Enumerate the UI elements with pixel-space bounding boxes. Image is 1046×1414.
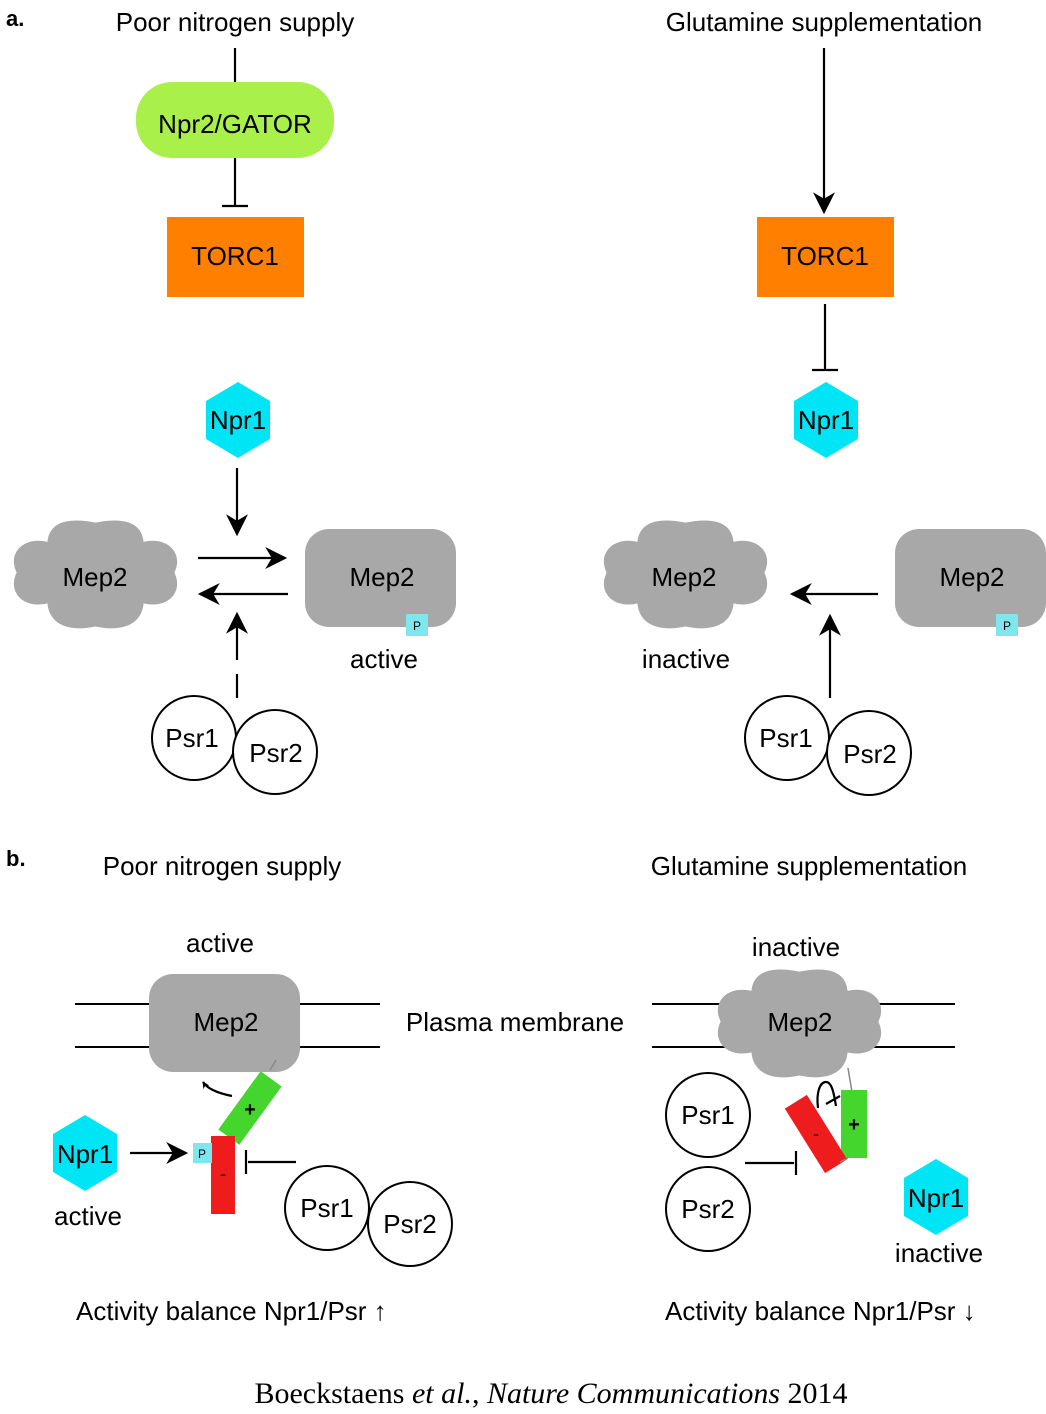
plasma-membrane-label: Plasma membrane (406, 1007, 624, 1037)
mep2-membrane-left-label: Mep2 (193, 1007, 258, 1037)
npr1-label-left: Npr1 (210, 405, 266, 435)
plus-domain-left: + (218, 1071, 282, 1145)
citation-sep: , (472, 1377, 487, 1410)
linker-line (269, 1059, 277, 1071)
gator-label: Npr2/GATOR (158, 109, 312, 139)
phospho-badge-right (996, 614, 1018, 636)
minus-sign-right: - (813, 1124, 819, 1144)
phospho-site-label: P (198, 1147, 206, 1161)
torc1-node-left (167, 217, 304, 297)
autoinhibition-arc (816, 1080, 838, 1109)
citation-etal: et al. (412, 1377, 472, 1410)
npr1-active-state: active (54, 1201, 122, 1231)
mep2-right-label-right: Mep2 (939, 562, 1004, 592)
phospho-label-right: P (1003, 619, 1011, 633)
torc1-label-right: TORC1 (781, 241, 869, 271)
activation-arrow (202, 1081, 233, 1098)
psr2-label-right: Psr2 (843, 739, 896, 769)
mep2-membrane-right-label: Mep2 (767, 1007, 832, 1037)
npr1-node-right (794, 382, 858, 458)
psr1-node-b-left (284, 1165, 370, 1251)
phospho-site (193, 1143, 212, 1163)
panel-b-right-state: inactive (752, 932, 840, 962)
phospho-label: P (413, 619, 421, 633)
state-inactive-label: inactive (642, 644, 730, 674)
linker-line-right-2 (839, 1157, 849, 1163)
psr1-label-left: Psr1 (165, 723, 218, 753)
psr1-label-right: Psr1 (759, 723, 812, 753)
psr2-node-b-right (665, 1166, 751, 1252)
citation: Boeckstaens et al., Nature Communication… (254, 1377, 847, 1410)
psr2-label-left: Psr2 (249, 738, 302, 768)
mep2-left-label: Mep2 (62, 562, 127, 592)
panel-a-right-title: Glutamine supplementation (666, 7, 983, 37)
mep2-active-right (895, 529, 1046, 627)
npr1-active-label: Npr1 (57, 1139, 113, 1169)
panel-a-label: a. (6, 6, 24, 31)
citation-authors: Boeckstaens (254, 1377, 411, 1410)
citation-year: 2014 (780, 1377, 848, 1410)
panel-b-left-title: Poor nitrogen supply (103, 851, 341, 881)
psr1-label-b-left: Psr1 (300, 1193, 353, 1223)
psr2-node-b-left (367, 1181, 453, 1267)
linker-line-right (847, 1067, 853, 1093)
mep2-active-membrane (149, 974, 300, 1072)
torc1-node-right (757, 217, 894, 297)
autoinhibition-bar (825, 1095, 841, 1105)
mep2-active-left (305, 529, 456, 627)
psr1-node-b-right (665, 1072, 751, 1158)
minus-sign-left: - (220, 1164, 226, 1184)
npr1-active-node (53, 1115, 117, 1191)
gator-node (136, 82, 334, 158)
minus-domain-left (211, 1136, 235, 1214)
citation-journal: Nature Communications (486, 1377, 780, 1410)
mep2-left-label-right: Mep2 (651, 562, 716, 592)
mep2-right-label: Mep2 (349, 562, 414, 592)
balance-right: Activity balance Npr1/Psr ↓ (665, 1296, 976, 1326)
psr2-node-right (826, 710, 912, 796)
psr2-label-b-right: Psr2 (681, 1194, 734, 1224)
balance-left: Activity balance Npr1/Psr ↑ (76, 1296, 387, 1326)
plus-domain-right (841, 1090, 867, 1158)
plus-sign-left: + (244, 1099, 256, 1121)
state-active-label: active (350, 644, 418, 674)
minus-domain-right: - (784, 1094, 848, 1174)
npr1-label-right: Npr1 (798, 405, 854, 435)
npr1-inactive-state: inactive (895, 1238, 983, 1268)
phospho-badge (406, 614, 428, 636)
npr1-node-left (206, 382, 270, 458)
psr2-node-left (232, 709, 318, 795)
npr1-inactive-node (904, 1159, 968, 1235)
plus-sign-right: + (848, 1114, 860, 1136)
panel-b-label: b. (6, 846, 26, 871)
npr1-inactive-label: Npr1 (908, 1183, 964, 1213)
psr2-label-b-left: Psr2 (383, 1209, 436, 1239)
panel-b-left-state: active (186, 928, 254, 958)
psr1-label-b-right: Psr1 (681, 1100, 734, 1130)
panel-a-left-title: Poor nitrogen supply (116, 7, 354, 37)
panel-b-right-title: Glutamine supplementation (651, 851, 968, 881)
torc1-label-left: TORC1 (191, 241, 279, 271)
